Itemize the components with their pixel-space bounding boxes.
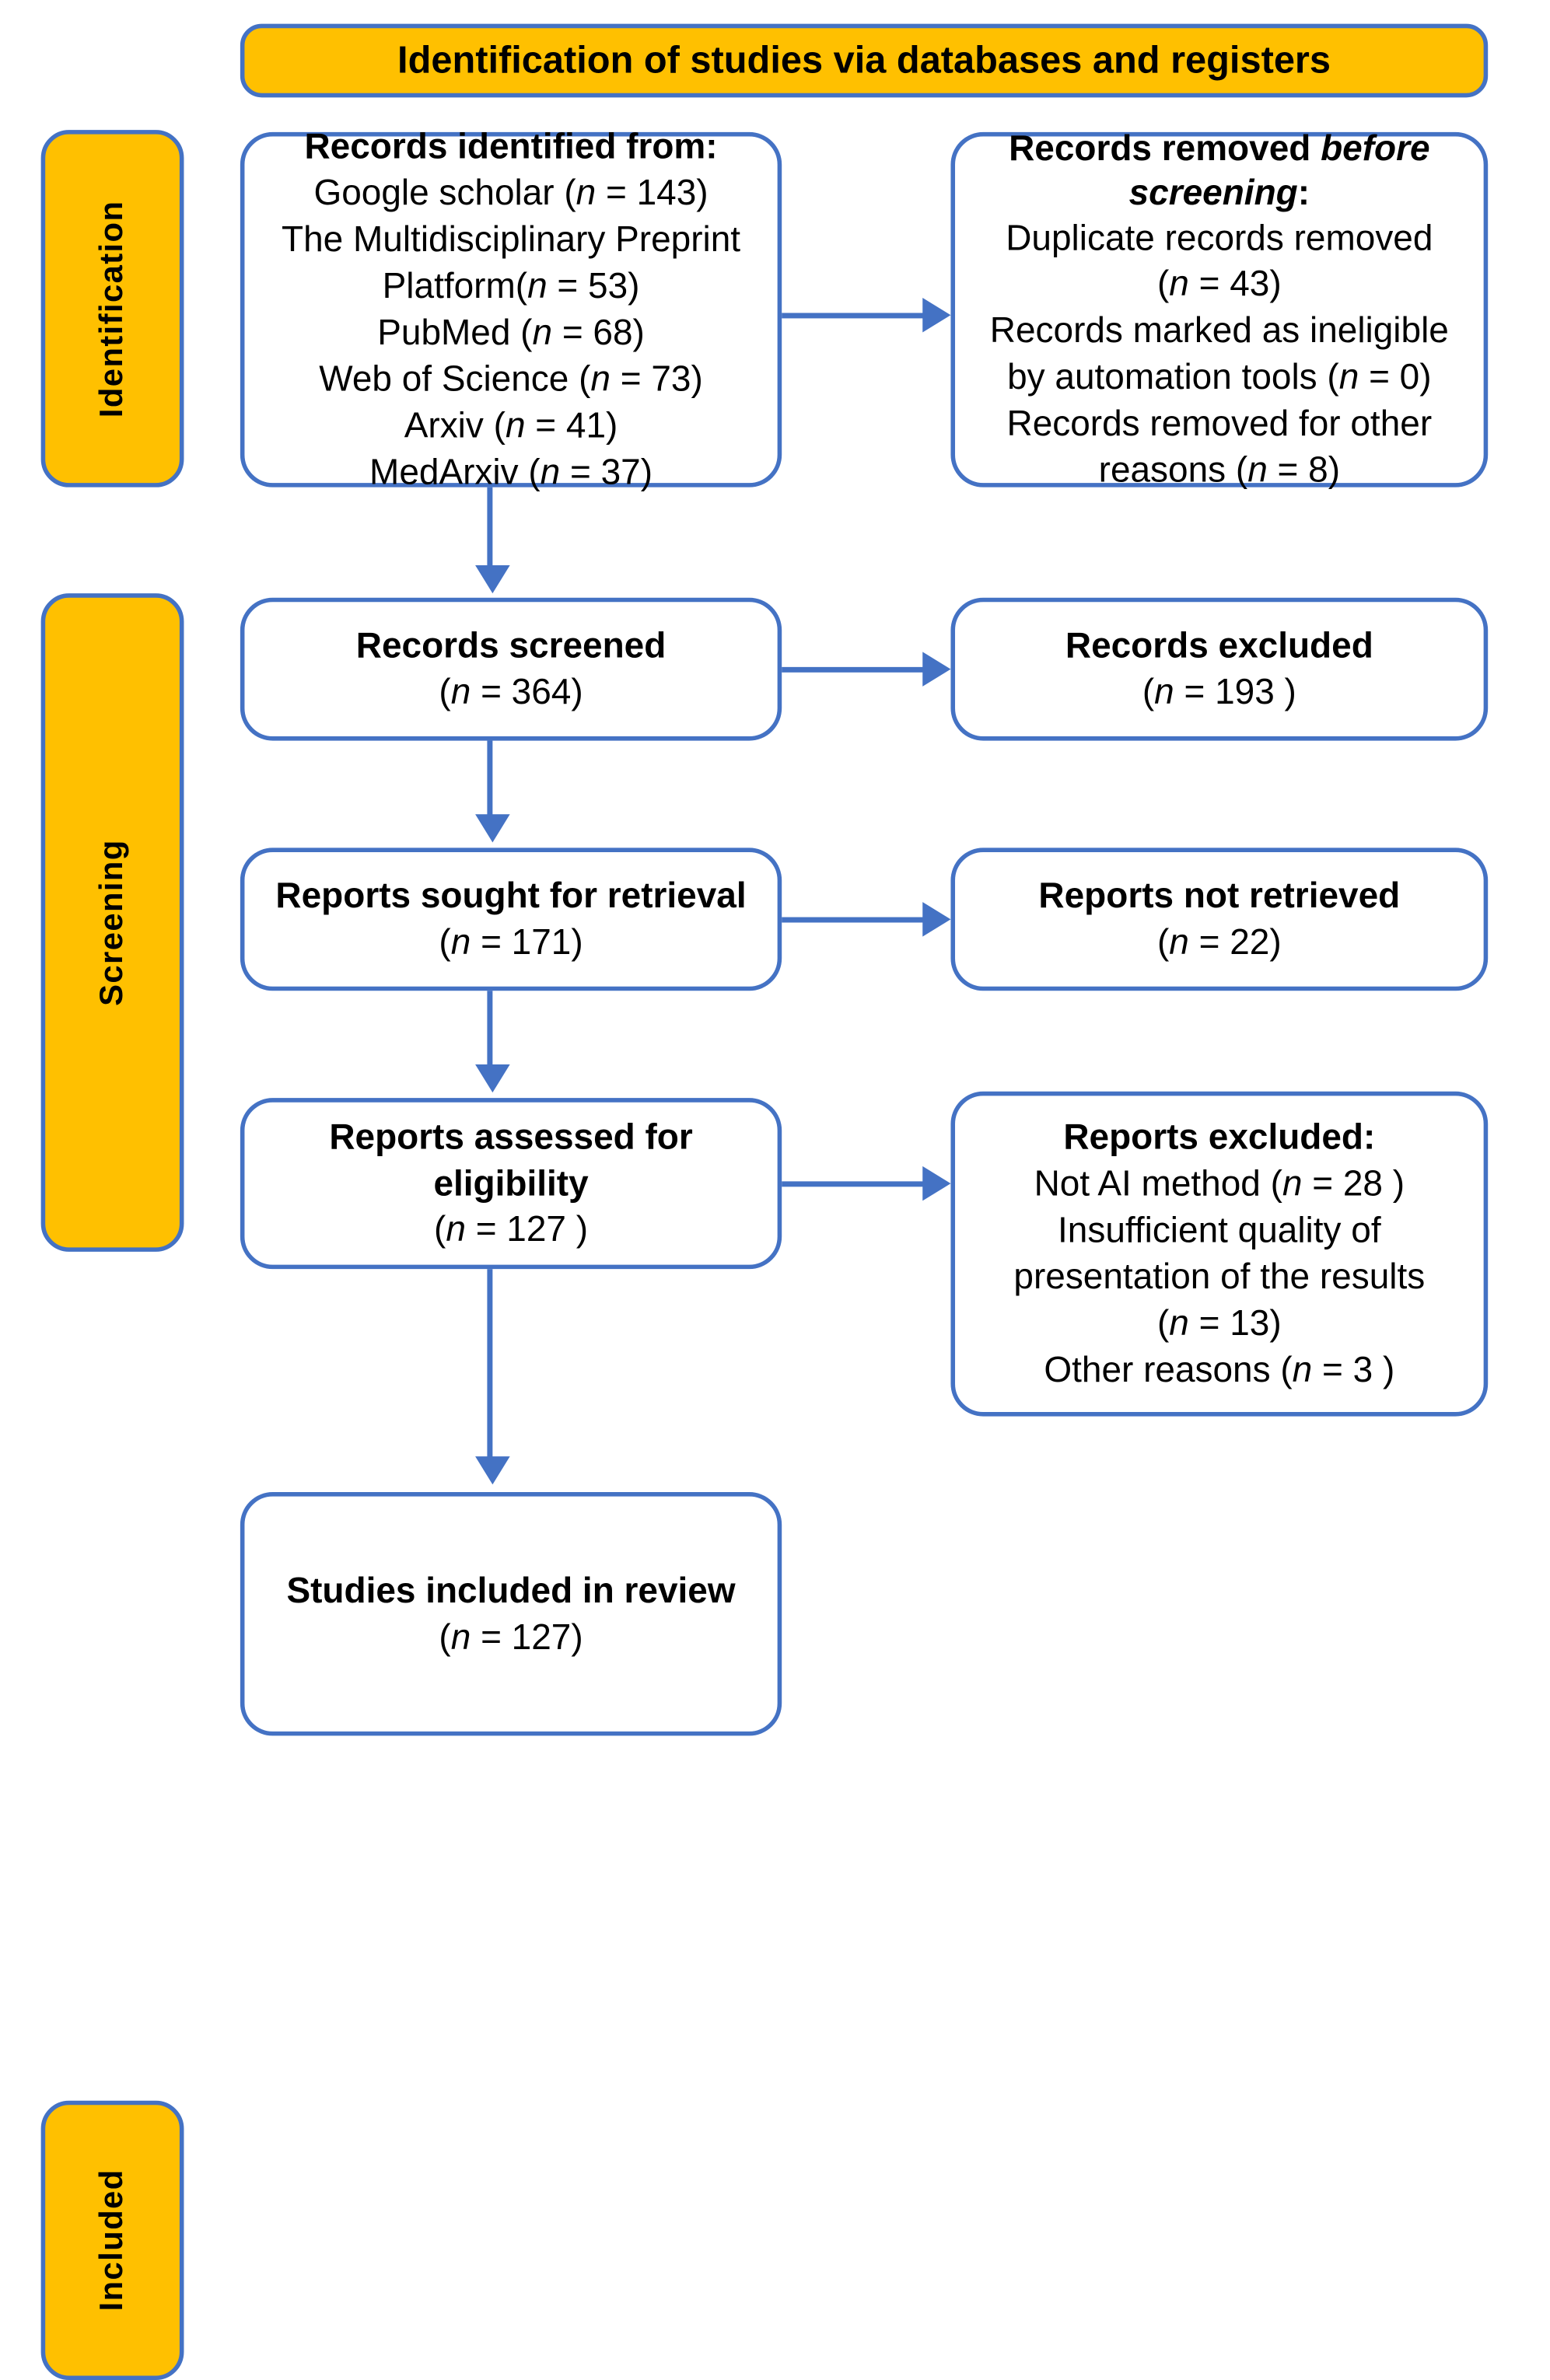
- connector-screened-to-sought: [487, 740, 493, 827]
- reports-sought-heading: Reports sought for retrieval: [275, 875, 747, 915]
- box-reports-assessed-for-eligibility: Reports assessed for eligibility (n = 12…: [240, 1098, 782, 1270]
- box-reports-excluded-reasons: Reports excluded: Not AI method (n = 28 …: [950, 1091, 1488, 1417]
- removed-heading-em2: screening: [1128, 172, 1298, 213]
- phase-tab-included: Included: [40, 2100, 184, 2380]
- phase-label-identification: Identification: [93, 200, 130, 418]
- reports-assessed-count: (n = 127 ): [433, 1208, 588, 1249]
- source-arxiv: Arxiv (n = 41): [404, 404, 618, 446]
- connector-screened-to-excluded: [781, 666, 936, 673]
- box-reports-sought-for-retrieval: Reports sought for retrieval (n = 171): [240, 848, 782, 991]
- removed-heading-pre: Records removed: [1008, 128, 1321, 168]
- reports-excluded-reason-5: Other reasons (n = 3 ): [1044, 1348, 1394, 1389]
- connector-assessed-to-included: [487, 1269, 493, 1470]
- box-records-identified: Records identified from: Google scholar …: [240, 126, 782, 491]
- connector-assessed-to-reports-excluded: [781, 1181, 936, 1187]
- arrow-identified-to-screened: [474, 564, 510, 594]
- studies-included-heading: Studies included in review: [286, 1569, 736, 1610]
- prisma-flow-diagram: Identification of studies via databases …: [17, 0, 1534, 2380]
- reports-excluded-heading: Reports excluded:: [1062, 1117, 1375, 1157]
- arrow-identified-to-removed: [922, 297, 951, 333]
- reports-sought-count: (n = 171): [439, 921, 583, 962]
- arrow-screened-to-sought: [474, 814, 510, 843]
- reports-excluded-reason-3: presentation of the results: [1013, 1256, 1425, 1296]
- source-pubmed: PubMed (n = 68): [376, 312, 645, 352]
- reports-assessed-heading-line2: eligibility: [433, 1162, 589, 1203]
- removed-line-1: Duplicate records removed: [1005, 217, 1433, 257]
- phase-label-screening: Screening: [93, 839, 130, 1006]
- banner-identification-header: Identification of studies via databases …: [240, 23, 1488, 98]
- reports-not-retrieved-heading: Reports not retrieved: [1038, 875, 1400, 915]
- connector-identified-to-screened: [487, 487, 493, 580]
- reports-not-retrieved-count: (n = 22): [1156, 921, 1282, 962]
- records-removed-heading: Records removed before screening:: [1009, 126, 1429, 215]
- box-reports-not-retrieved: Reports not retrieved (n = 22): [950, 848, 1488, 991]
- phase-tab-screening: Screening: [40, 593, 184, 1252]
- phase-label-included: Included: [93, 2169, 130, 2312]
- box-records-excluded: Records excluded (n = 193 ): [950, 597, 1488, 741]
- box-studies-included-in-review: Studies included in review (n = 127): [240, 1492, 782, 1736]
- removed-heading-post: :: [1297, 172, 1310, 213]
- source-medarxiv: MedArxiv (n = 37): [369, 451, 653, 491]
- arrow-screened-to-excluded: [922, 652, 951, 687]
- removed-line-4: by automation tools (n = 0): [1006, 356, 1432, 397]
- records-excluded-heading: Records excluded: [1065, 624, 1373, 666]
- box-records-screened: Records screened (n = 364): [240, 597, 782, 741]
- source-web-of-science: Web of Science (n = 73): [318, 358, 703, 399]
- records-screened-heading: Records screened: [355, 624, 666, 666]
- connector-identified-to-removed: [781, 313, 936, 319]
- removed-heading-em: before: [1320, 128, 1430, 168]
- removed-line-3: Records marked as ineligible: [989, 309, 1449, 351]
- records-identified-heading: Records identified from:: [304, 126, 718, 166]
- source-preprint-platform-line1: The Multidisciplinary Preprint: [281, 218, 740, 260]
- reports-assessed-heading-line1: Reports assessed for: [328, 1116, 693, 1156]
- records-excluded-count: (n = 193 ): [1142, 671, 1296, 711]
- reports-excluded-reason-2: Insufficient quality of: [1057, 1209, 1381, 1250]
- records-screened-count: (n = 364): [439, 671, 583, 711]
- arrow-assessed-to-included: [474, 1456, 510, 1485]
- removed-line-2: (n = 43): [1156, 264, 1282, 304]
- arrow-sought-to-assessed: [474, 1064, 510, 1093]
- phase-tab-identification: Identification: [40, 130, 184, 488]
- banner-title: Identification of studies via databases …: [397, 39, 1331, 82]
- studies-included-count: (n = 127): [439, 1616, 583, 1657]
- box-records-removed-before-screening: Records removed before screening: Duplic…: [950, 128, 1488, 490]
- arrow-sought-to-not-retrieved: [922, 902, 951, 937]
- arrow-assessed-to-reports-excluded: [922, 1166, 951, 1201]
- removed-line-6: reasons (n = 8): [1098, 449, 1340, 490]
- source-preprint-platform-line2: Platform(n = 53): [382, 265, 640, 306]
- source-google-scholar: Google scholar (n = 143): [313, 172, 709, 213]
- connector-sought-to-not-retrieved: [781, 917, 936, 923]
- removed-line-5: Records removed for other: [1006, 403, 1432, 443]
- reports-excluded-reason-1: Not AI method (n = 28 ): [1034, 1162, 1405, 1204]
- reports-excluded-reason-4: (n = 13): [1156, 1302, 1282, 1343]
- connector-sought-to-assessed: [487, 991, 493, 1078]
